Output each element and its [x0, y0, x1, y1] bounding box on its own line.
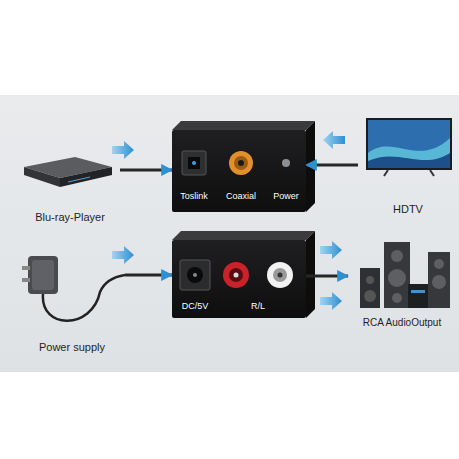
port-label: RCA AudioOutput — [363, 317, 441, 329]
port-label: Toslink — [180, 191, 208, 201]
background-band — [0, 95, 459, 372]
box-top-face — [172, 121, 315, 130]
device-node: HDTV — [358, 113, 455, 220]
port-label: Blu-ray-Player — [35, 211, 105, 224]
cable-connector — [306, 275, 348, 278]
cable-connector — [120, 169, 172, 172]
port-label: HDTV — [393, 203, 423, 216]
converter-back-panel: DC/5V R/L — [172, 240, 306, 318]
port-label: Power supply — [39, 341, 105, 354]
port-label: R/L — [251, 301, 265, 311]
port-label: Coaxial — [226, 191, 256, 201]
device-node: Blu-ray-Player — [20, 145, 120, 227]
port-label: DC/5V — [182, 301, 209, 311]
device-node: Power supply — [20, 250, 125, 356]
port-label: Power — [273, 191, 299, 201]
device-node: RCA AudioOutput — [348, 238, 455, 333]
cable-connector — [125, 274, 172, 277]
converter-front-panel: Toslink Coaxial Power — [172, 130, 306, 212]
direction-arrows — [112, 131, 345, 310]
box-top-face — [172, 231, 315, 240]
cable-connector — [306, 164, 358, 167]
device-illustration — [20, 250, 125, 355]
